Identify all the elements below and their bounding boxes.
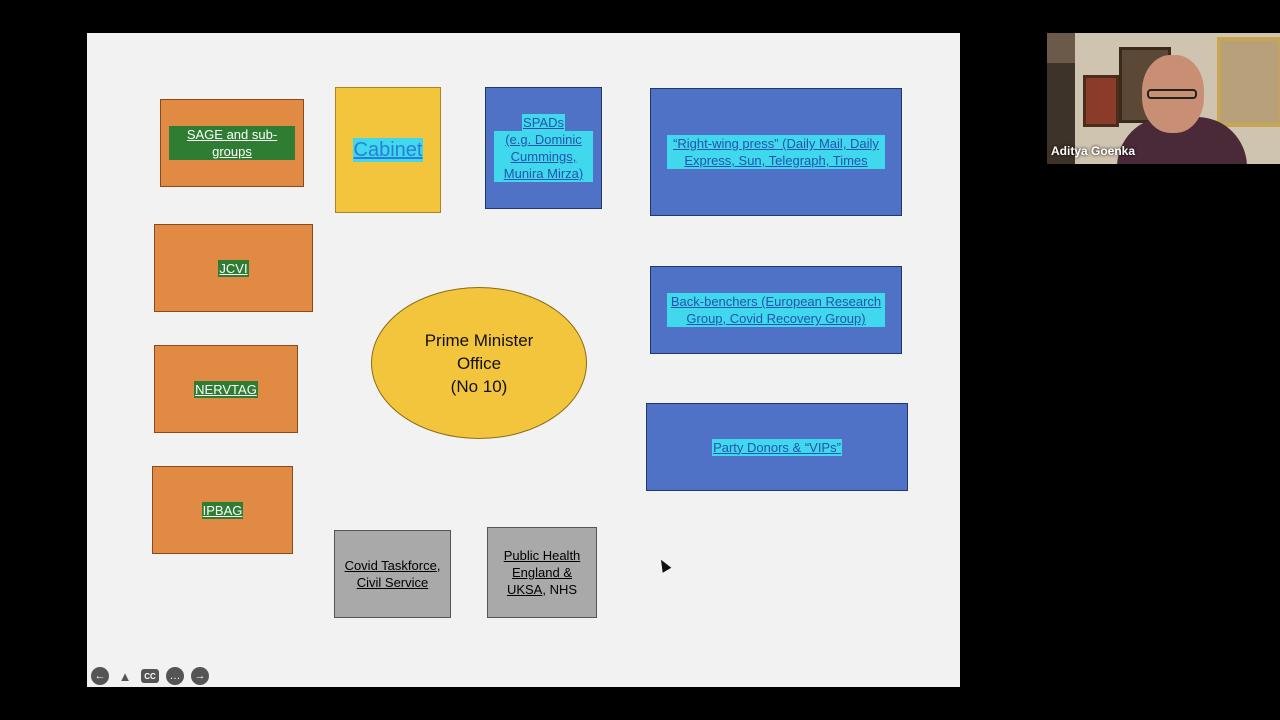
- donors-label: Party Donors & “VIPs”: [712, 439, 842, 456]
- ipbag-label: IPBAG: [202, 502, 244, 519]
- participant-name: Aditya Goenka: [1051, 144, 1135, 158]
- taskforce-label: Covid Taskforce: [345, 558, 437, 573]
- donors-box: Party Donors & “VIPs”: [646, 403, 908, 491]
- backbenchers-label: Back-benchers (European Research Group, …: [667, 293, 885, 327]
- prev-slide-icon[interactable]: ←: [91, 667, 109, 685]
- covid-taskforce-box: Covid Taskforce, Civil Service: [334, 530, 451, 618]
- spads-examples: (e.g. Dominic Cummings, Munira Mirza): [494, 131, 593, 182]
- presentation-slide: SAGE and sub-groups Cabinet SPADs (e.g. …: [87, 33, 960, 687]
- slide-controls: ← ▲ CC … →: [87, 667, 209, 685]
- jcvi-label: JCVI: [218, 260, 248, 277]
- glasses: [1147, 89, 1197, 99]
- prime-minister-label: Prime Minister Office (No 10): [425, 329, 534, 398]
- closed-captions-button[interactable]: CC: [141, 669, 159, 683]
- nervtag-box: NERVTAG: [154, 345, 298, 433]
- more-icon[interactable]: …: [166, 667, 184, 685]
- participant-video[interactable]: Aditya Goenka: [1047, 33, 1280, 164]
- cabinet-box: Cabinet: [335, 87, 441, 213]
- painting: [1217, 37, 1280, 127]
- uksa-label: UKSA: [507, 582, 542, 597]
- nervtag-label: NERVTAG: [194, 381, 258, 398]
- nhs-label: , NHS: [542, 582, 577, 597]
- spads-title: SPADs: [522, 114, 565, 131]
- ipbag-box: IPBAG: [152, 466, 293, 554]
- press-label: “Right-wing press” (Daily Mail, Daily Ex…: [667, 135, 885, 169]
- pointer-icon[interactable]: ▲: [116, 667, 134, 685]
- sage-box: SAGE and sub-groups: [160, 99, 304, 187]
- phe-label: Public Health England &: [504, 548, 581, 580]
- cabinet-label: Cabinet: [353, 138, 424, 162]
- prime-minister-office: Prime Minister Office (No 10): [371, 287, 587, 439]
- sage-label: SAGE and sub-groups: [169, 126, 295, 160]
- public-health-box: Public Health England & UKSA, NHS: [487, 527, 597, 618]
- next-slide-icon[interactable]: →: [191, 667, 209, 685]
- painting: [1083, 75, 1119, 127]
- civil-service-label: Civil Service: [357, 575, 429, 590]
- taskforce-sep: ,: [437, 558, 441, 573]
- backbenchers-box: Back-benchers (European Research Group, …: [650, 266, 902, 354]
- mouse-cursor-icon: [657, 557, 672, 572]
- jcvi-box: JCVI: [154, 224, 313, 312]
- spads-box: SPADs (e.g. Dominic Cummings, Munira Mir…: [485, 87, 602, 209]
- press-box: “Right-wing press” (Daily Mail, Daily Ex…: [650, 88, 902, 216]
